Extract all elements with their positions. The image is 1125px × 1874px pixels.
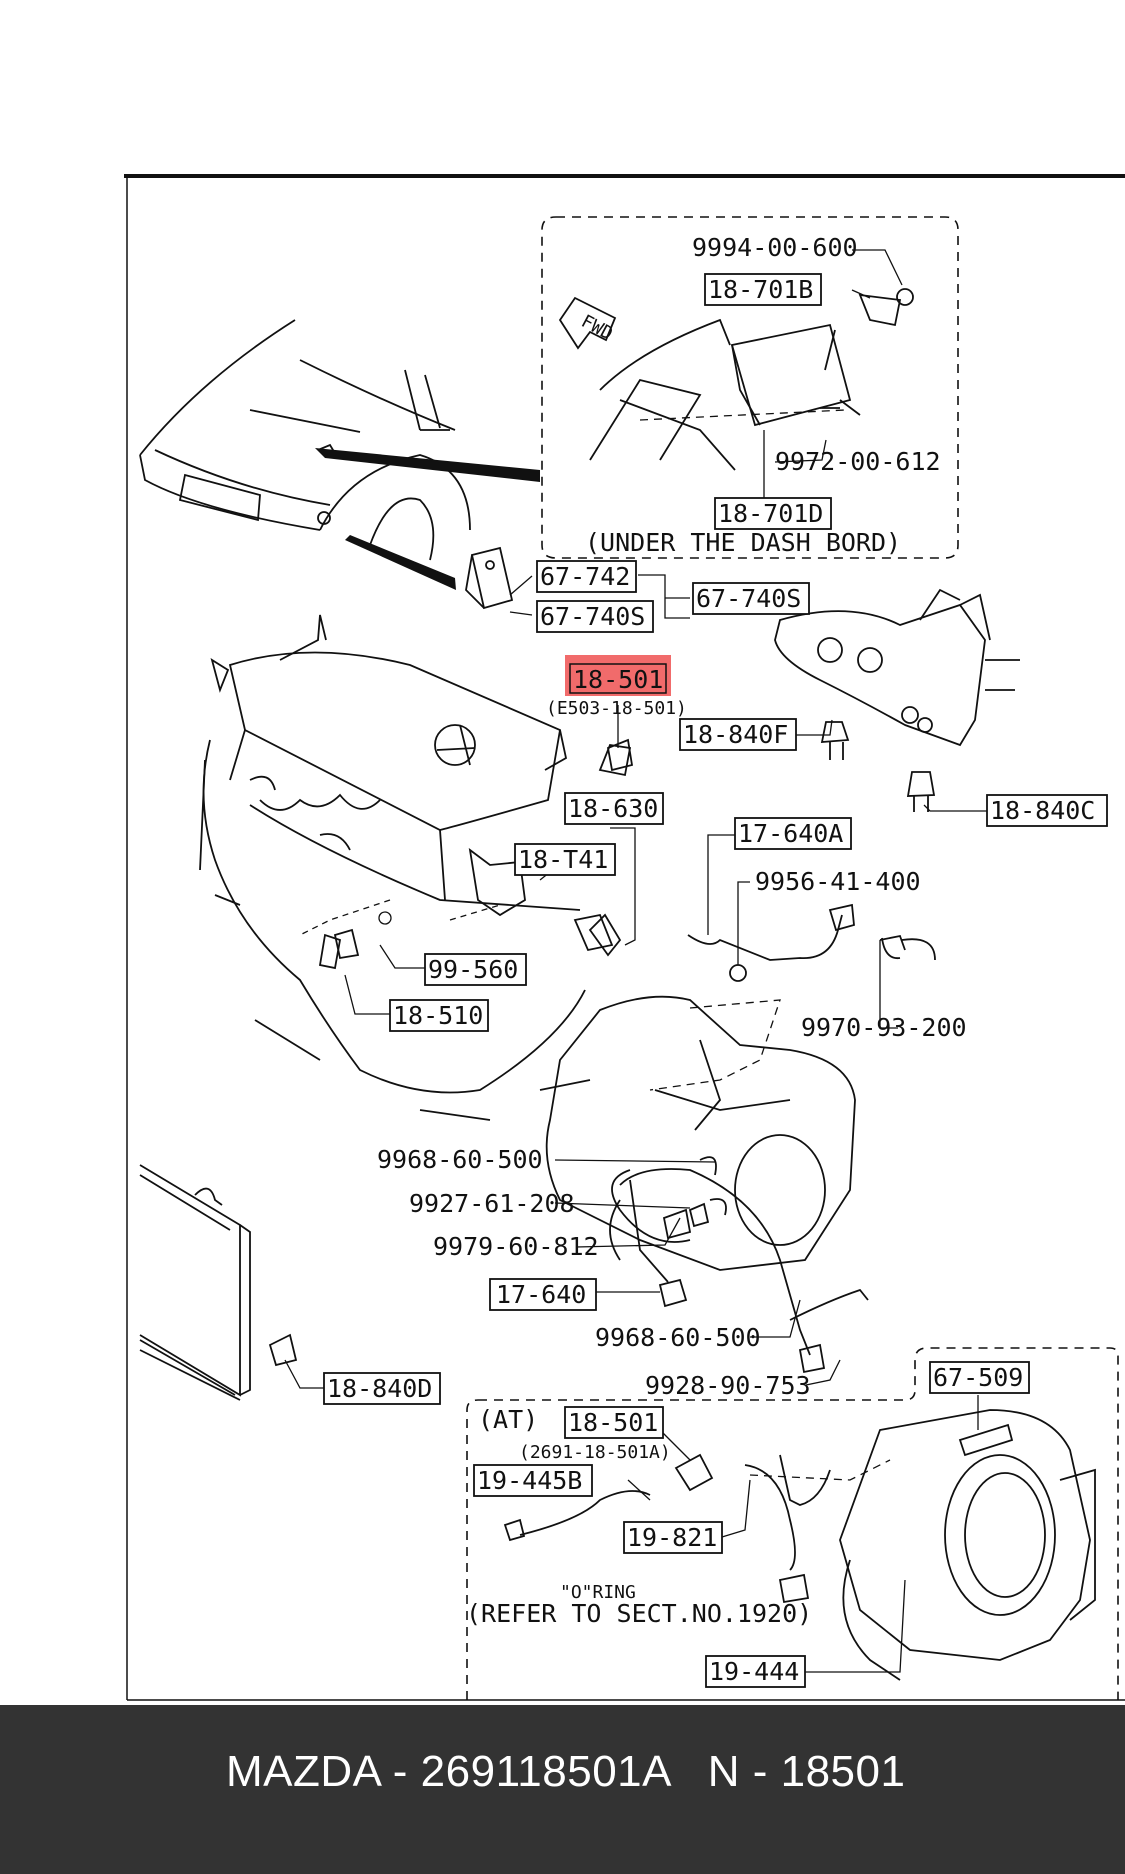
label-box-18-501 xyxy=(569,663,667,694)
label-19-444: 19-444 xyxy=(709,1657,799,1686)
label-box-19-444 xyxy=(705,1655,806,1688)
under-dash-note: (UNDER THE DASH BORD) xyxy=(585,528,901,557)
label-9979-60-812: 9979-60-812 xyxy=(433,1232,599,1261)
label-box-18-630 xyxy=(564,792,664,825)
at-inset-frame xyxy=(466,1347,1119,1700)
footer-part-number: MAZDA - 269118501A N - 18501 xyxy=(226,1746,906,1796)
transmission-drawing xyxy=(545,995,856,1283)
relay-drawing xyxy=(465,546,514,610)
label-17-640A: 17-640A xyxy=(738,819,843,848)
label-box-99-560 xyxy=(424,953,527,986)
footer-bar: MAZDA - 269118501A N - 18501 xyxy=(0,1705,1125,1874)
at-label: (AT) xyxy=(478,1405,538,1434)
label-18-630: 18-630 xyxy=(568,794,658,823)
oring-label: "O"RING xyxy=(560,1582,636,1603)
label-box-18-501-at xyxy=(564,1406,664,1439)
wiring-drawing xyxy=(503,903,936,1604)
label-67-742: 67-742 xyxy=(540,562,630,591)
label-9956-41-400: 9956-41-400 xyxy=(755,867,921,896)
label-9968-60-500-bottom: 9968-60-500 xyxy=(595,1323,761,1352)
refer-note: (REFER TO SECT.NO.1920) xyxy=(466,1599,812,1628)
label-box-67-740S-right xyxy=(692,582,810,615)
label-19-821: 19-821 xyxy=(627,1523,717,1552)
label-box-18-840C xyxy=(986,794,1108,827)
car-outline xyxy=(139,319,540,590)
label-box-67-740S-left xyxy=(536,600,654,633)
label-box-18-701D xyxy=(714,497,832,530)
label-18-510: 18-510 xyxy=(393,1001,483,1030)
label-9972-00-612: 9972-00-612 xyxy=(775,447,941,476)
label-2691-18-501A: (2691-18-501A) xyxy=(519,1442,671,1463)
label-9994-00-600: 9994-00-600 xyxy=(692,233,858,262)
label-67-740S-left: 67-740S xyxy=(540,602,645,631)
label-67-509: 67-509 xyxy=(933,1363,1023,1392)
engine-drawing xyxy=(199,614,632,1121)
label-box-18-840F xyxy=(679,718,797,751)
label-18-701D: 18-701D xyxy=(718,499,823,528)
label-box-18-T41 xyxy=(514,843,616,876)
parts-diagram: 9994-00-600 18-701B FWD 9972-00-612 18-7… xyxy=(124,174,1125,1701)
label-box-19-821 xyxy=(623,1521,723,1554)
label-18-T41: 18-T41 xyxy=(518,845,608,874)
control-unit-drawing xyxy=(558,288,914,471)
label-18-501: 18-501 xyxy=(573,665,663,694)
label-18-840F: 18-840F xyxy=(683,720,788,749)
label-box-67-509 xyxy=(929,1361,1030,1394)
label-box-18-840D xyxy=(323,1372,441,1405)
label-18-501-at: 18-501 xyxy=(568,1408,658,1437)
label-18-701B: 18-701B xyxy=(708,275,813,304)
label-9970-93-200: 9970-93-200 xyxy=(801,1013,967,1042)
label-box-17-640A xyxy=(734,817,852,850)
label-box-19-445B xyxy=(473,1464,593,1497)
at-transmission-drawing xyxy=(839,1409,1096,1681)
label-18-840C: 18-840C xyxy=(990,796,1095,825)
label-9968-60-500-top: 9968-60-500 xyxy=(377,1145,543,1174)
radiator-drawing xyxy=(139,1164,251,1401)
label-99-560: 99-560 xyxy=(428,955,518,984)
label-67-740S-right: 67-740S xyxy=(696,584,801,613)
manifold-drawing xyxy=(774,588,1020,747)
label-9928-90-753: 9928-90-753 xyxy=(645,1371,811,1400)
label-box-67-742 xyxy=(536,560,637,593)
label-18-840D: 18-840D xyxy=(327,1374,432,1403)
label-19-445B: 19-445B xyxy=(477,1466,582,1495)
label-17-640: 17-640 xyxy=(496,1280,586,1309)
label-e503-18-501: (E503-18-501) xyxy=(546,698,687,719)
label-box-18-510 xyxy=(389,999,489,1032)
label-box-17-640 xyxy=(489,1278,597,1311)
label-9927-61-208: 9927-61-208 xyxy=(409,1189,575,1218)
sensors-drawing xyxy=(268,721,936,1492)
highlight-18-501 xyxy=(565,655,671,696)
label-box-18-701B xyxy=(704,273,822,306)
dash-inset-frame xyxy=(541,216,959,559)
